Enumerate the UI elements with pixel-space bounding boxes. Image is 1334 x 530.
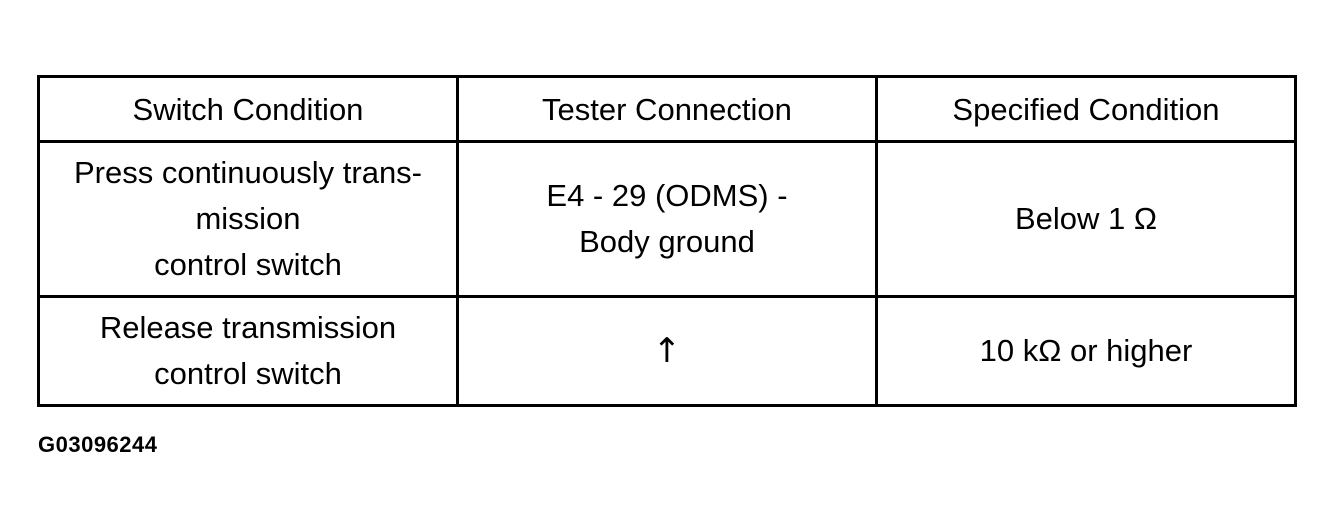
table-row: Release transmission control switch ↑ 10… xyxy=(37,295,1298,407)
cell-tester-connection: E4 - 29 (ODMS) - Body ground xyxy=(455,140,878,298)
header-specified-condition: Specified Condition xyxy=(874,75,1298,143)
tester-connection-text: E4 - 29 (ODMS) - Body ground xyxy=(546,178,788,259)
table-row: Press continuously trans- mission contro… xyxy=(37,140,1298,298)
switch-condition-text: Press continuously trans- mission contro… xyxy=(73,155,423,282)
header-specified-condition-label: Specified Condition xyxy=(952,92,1220,127)
inspection-table: Switch Condition Tester Connection Speci… xyxy=(37,75,1298,407)
header-tester-connection: Tester Connection xyxy=(455,75,878,143)
header-switch-condition: Switch Condition xyxy=(37,75,459,143)
table-header-row: Switch Condition Tester Connection Speci… xyxy=(37,75,1298,143)
same-as-above-arrow-icon: ↑ xyxy=(652,330,682,371)
specified-condition-text: 10 kΩ or higher xyxy=(979,333,1193,368)
specified-condition-text: Below 1 Ω xyxy=(1014,201,1158,236)
cell-tester-connection: ↑ xyxy=(455,295,878,407)
switch-condition-text: Release transmission control switch xyxy=(99,310,397,391)
cell-switch-condition: Press continuously trans- mission contro… xyxy=(37,140,459,298)
header-tester-connection-label: Tester Connection xyxy=(542,92,792,127)
cell-specified-condition: 10 kΩ or higher xyxy=(874,295,1298,407)
header-switch-condition-label: Switch Condition xyxy=(132,92,364,127)
cell-specified-condition: Below 1 Ω xyxy=(874,140,1298,298)
cell-switch-condition: Release transmission control switch xyxy=(37,295,459,407)
figure-id: G03096244 xyxy=(38,432,158,457)
